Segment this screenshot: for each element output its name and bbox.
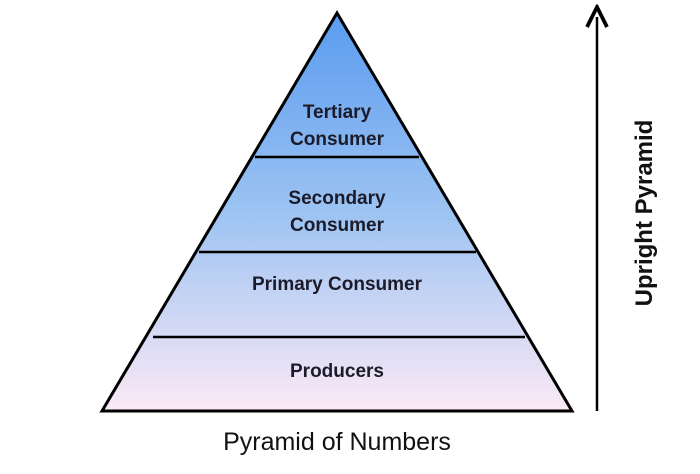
level-label: Producers xyxy=(290,361,384,382)
diagram-title: Pyramid of Numbers xyxy=(223,428,451,456)
level-producers: Producers xyxy=(187,358,487,385)
level-tertiary-consumer: Tertiary Consumer xyxy=(237,99,437,153)
level-label: Consumer xyxy=(290,129,384,150)
level-label: Secondary xyxy=(288,188,386,209)
axis-label: Upright Pyramid xyxy=(631,119,658,307)
level-secondary-consumer: Secondary Consumer xyxy=(237,185,437,239)
level-label: Primary Consumer xyxy=(251,274,422,295)
level-primary-consumer: Primary Consumer xyxy=(187,271,487,298)
level-label: Consumer xyxy=(290,215,384,236)
pyramid-triangle xyxy=(99,10,575,413)
level-label: Tertiary xyxy=(302,102,372,123)
